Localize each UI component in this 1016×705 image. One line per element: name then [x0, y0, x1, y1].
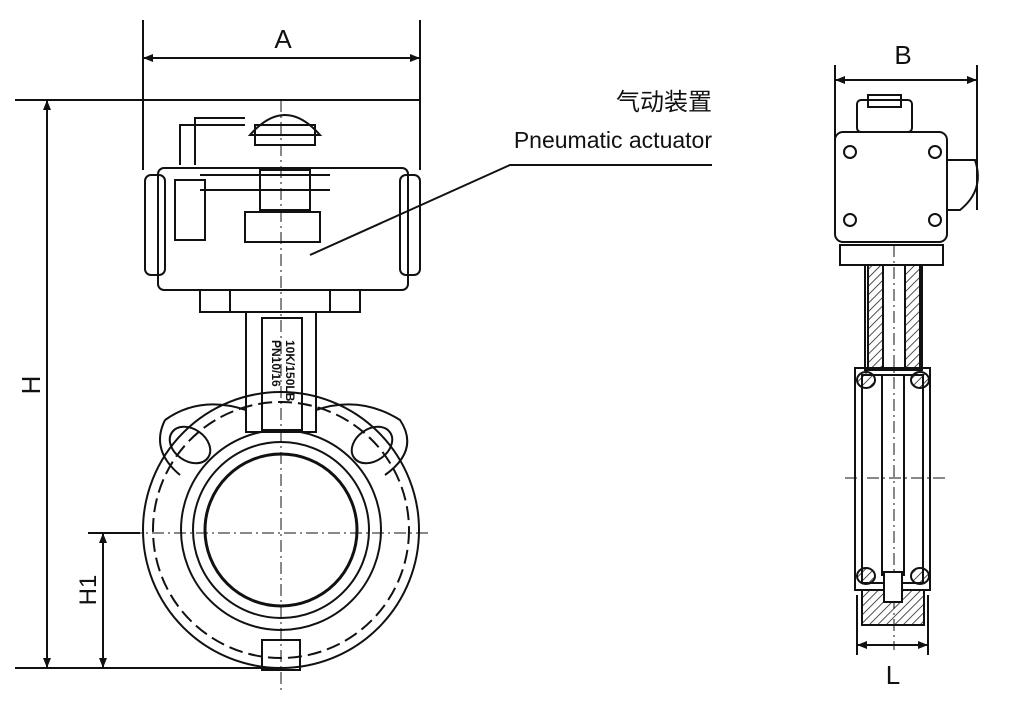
label-b: B [894, 40, 911, 70]
dimension-b [834, 65, 978, 210]
label-l: L [886, 660, 900, 690]
valve-body-side [854, 264, 931, 626]
callout-en: Pneumatic actuator [514, 127, 713, 153]
callout-leader [309, 164, 712, 256]
neck-marking-1: 10K/150LB [283, 340, 297, 402]
actuator-side [834, 94, 979, 266]
dimension-h [15, 99, 420, 669]
neck-marking-2: PN10/16 [269, 340, 283, 387]
callout-cn: 气动装置 [616, 89, 712, 116]
actuator-front [144, 114, 421, 313]
label-h: H [16, 376, 46, 395]
dimension-a [142, 20, 421, 170]
label-a: A [274, 24, 292, 54]
dimension-l [856, 595, 929, 655]
label-h1: H1 [75, 575, 102, 606]
